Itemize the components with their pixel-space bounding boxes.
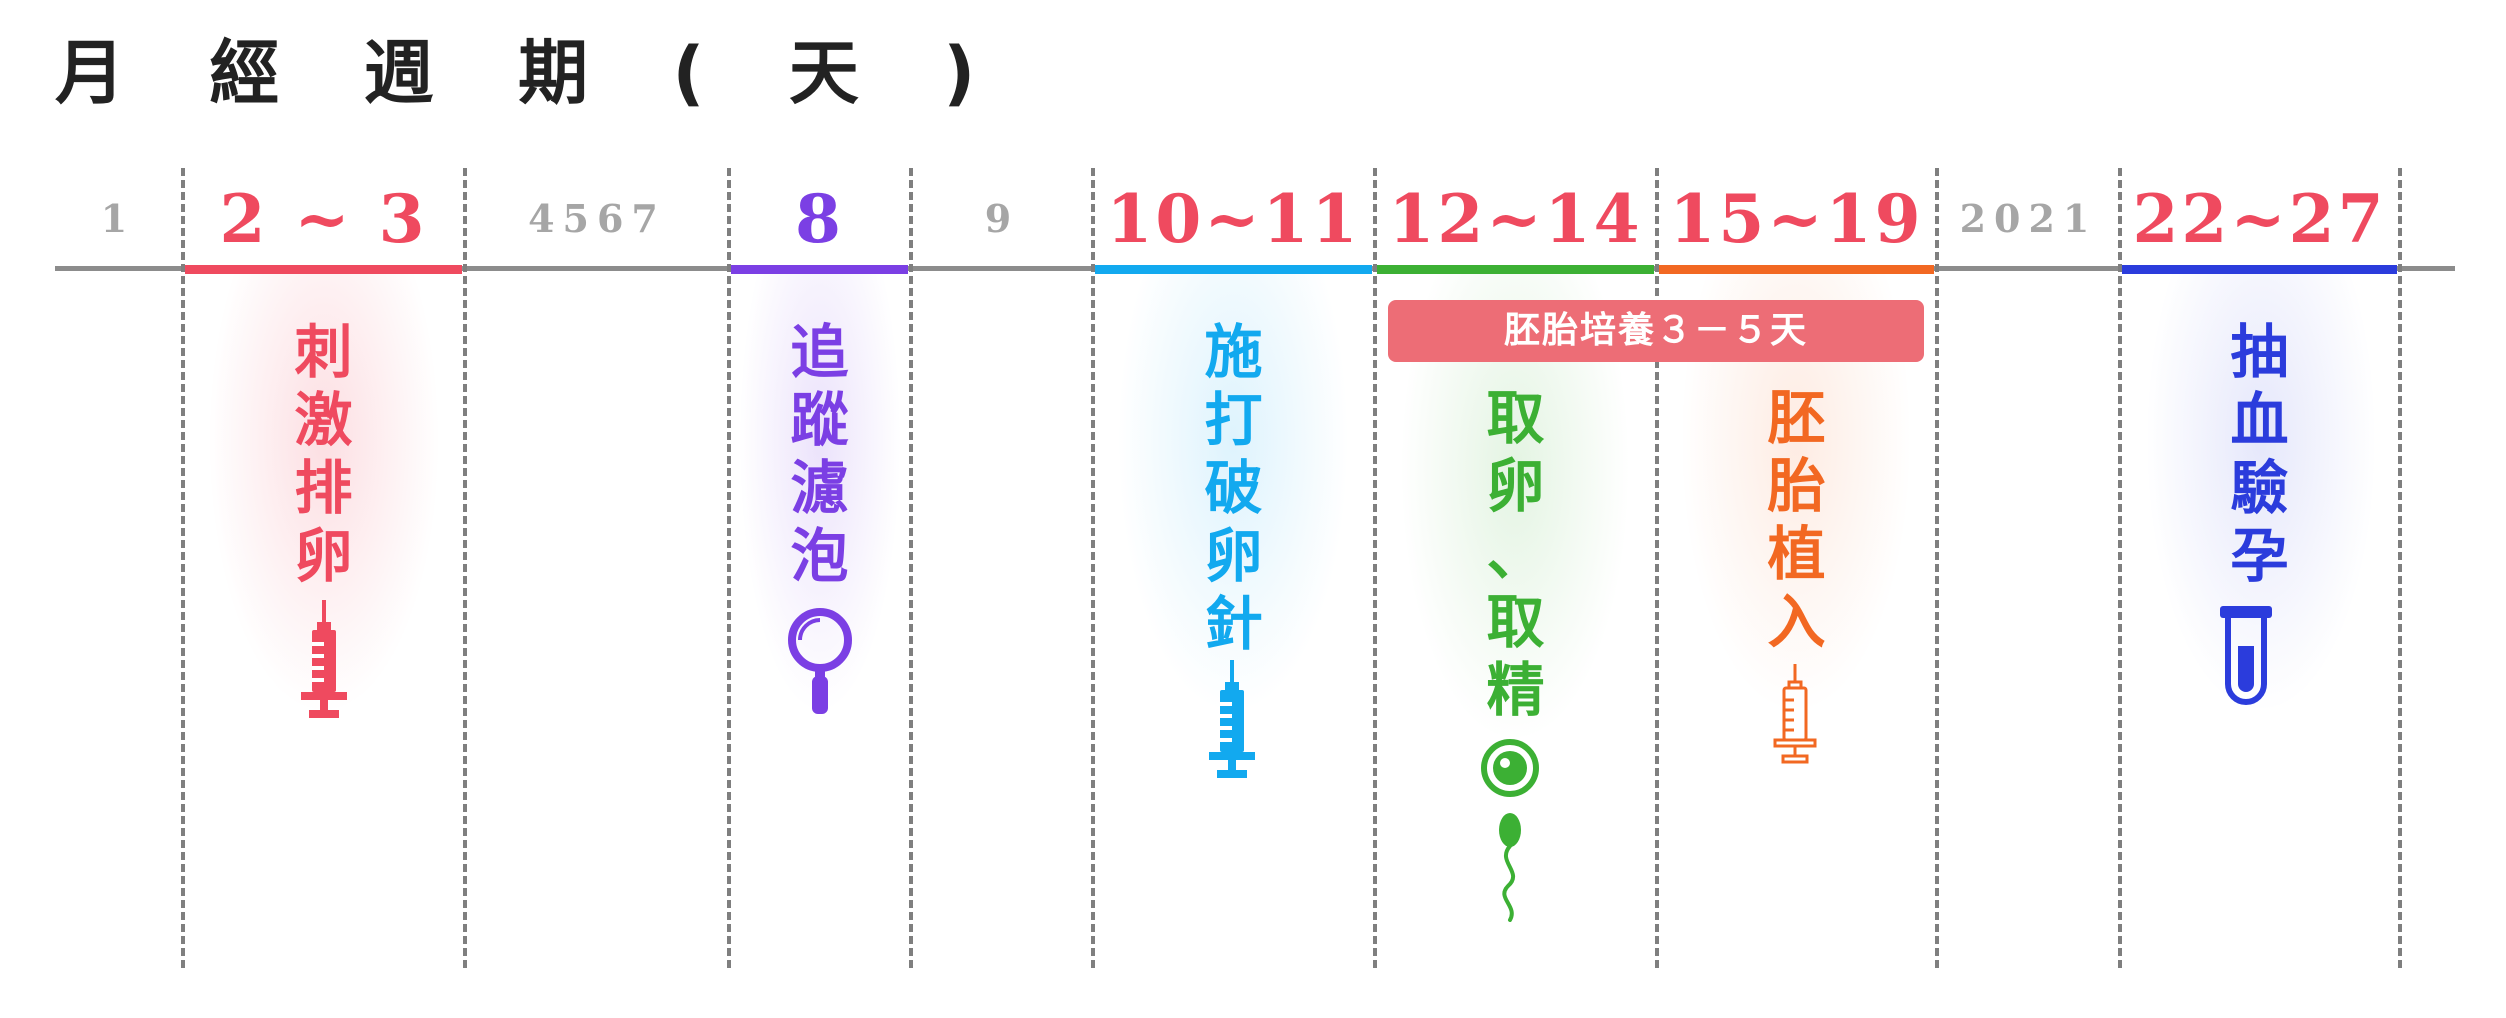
gradient-column-pregnancy-test <box>2121 272 2401 832</box>
day-divider <box>463 168 467 968</box>
day-label-4567: 4567 <box>528 196 666 241</box>
day-divider <box>1935 168 1939 968</box>
segment-bar-purple <box>731 265 908 274</box>
phase-stimulate-ovulation: 刺 激 排 卵 <box>294 318 353 590</box>
day-label-10-11: 10~11 <box>1106 180 1361 258</box>
phase-follicle-monitoring: 追 蹤 濾 泡 <box>790 318 849 590</box>
test-tube-icon <box>2220 606 2272 705</box>
phase-embryo-transfer: 胚 胎 植 入 <box>1767 384 1826 656</box>
syringe-outline-icon <box>1773 664 1817 764</box>
syringe-icon <box>301 600 347 718</box>
gradient-column-monitoring <box>730 272 910 832</box>
gradient-column-stimulation <box>184 272 464 832</box>
day-divider <box>909 168 913 968</box>
day-label-15-19: 15~19 <box>1669 180 1924 258</box>
embryo-culture-banner: 胚胎培養３－５天 <box>1388 300 1924 362</box>
segment-bar-red <box>185 265 462 274</box>
day-divider <box>727 168 731 968</box>
egg-icon <box>1481 739 1539 797</box>
phase-pregnancy-test: 抽 血 驗 孕 <box>2230 318 2289 590</box>
syringe-icon <box>1209 660 1255 778</box>
day-divider <box>2398 168 2402 968</box>
page-title: 月 經 週 期 ( 天 ) <box>55 32 1006 114</box>
segment-bar-cyan <box>1095 265 1372 274</box>
day-divider <box>1373 168 1377 968</box>
day-divider <box>1091 168 1095 968</box>
gradient-column-retrieval <box>1376 272 1654 832</box>
sperm-icon <box>1499 813 1521 922</box>
day-divider <box>181 168 185 968</box>
day-divider <box>1655 168 1659 968</box>
segment-bar-blue <box>2122 265 2397 274</box>
day-label-9: 9 <box>984 196 1020 241</box>
day-label-22-27: 22~27 <box>2132 180 2387 258</box>
magnifier-icon <box>788 608 852 714</box>
day-label-2-3: 2 ~ 3 <box>219 180 428 258</box>
day-label-2021: 2021 <box>1959 196 2098 241</box>
day-divider <box>2118 168 2122 968</box>
day-label-8: 8 <box>795 180 844 258</box>
day-label-12-14: 12~14 <box>1388 180 1643 258</box>
segment-bar-orange <box>1659 265 1934 274</box>
day-label-1: 1 <box>100 196 136 241</box>
phase-trigger-shot: 施 打 破 卵 針 <box>1204 318 1263 658</box>
segment-bar-green <box>1377 265 1654 274</box>
phase-egg-sperm-retrieval: 取 卵 、 取 精 <box>1486 384 1545 724</box>
